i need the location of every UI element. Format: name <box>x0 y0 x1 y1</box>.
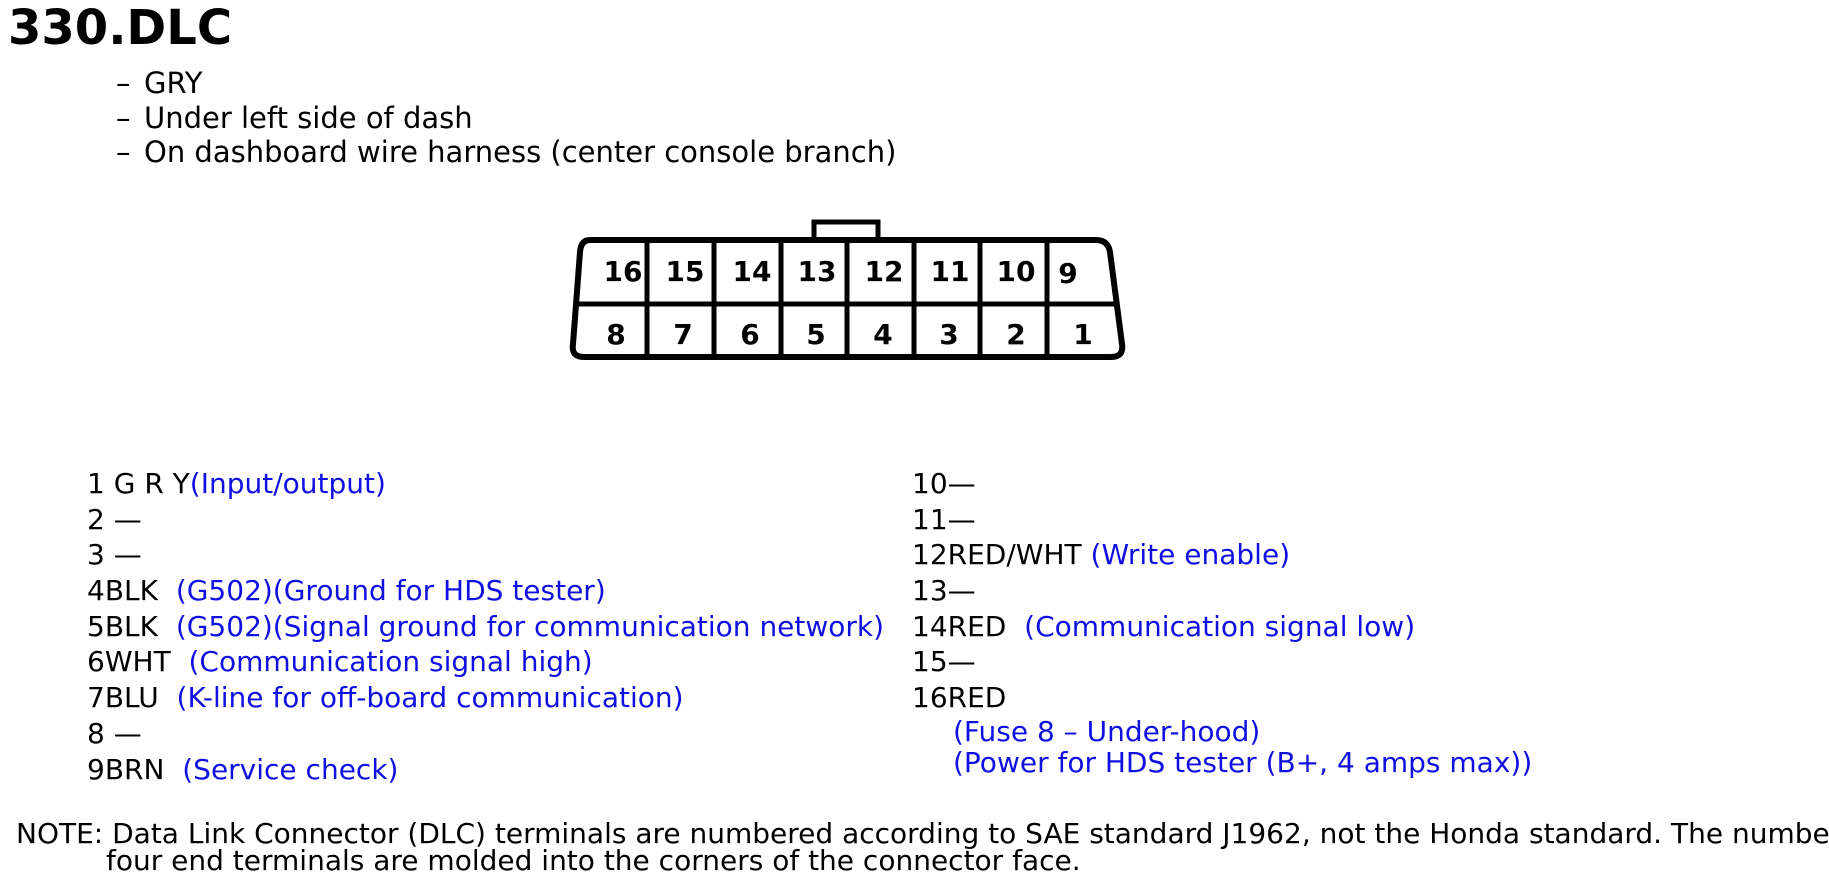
pin-label: 14 <box>733 255 772 288</box>
note-line-2: four end terminals are molded into the c… <box>106 844 1081 877</box>
pin-label: 4 <box>873 318 892 351</box>
terminal-number: 7 <box>87 681 105 715</box>
pin-label: 13 <box>798 255 837 288</box>
wire-color: BLK <box>104 609 176 643</box>
terminal-number: 9 <box>87 752 105 786</box>
terminal-number: 16 <box>912 681 948 715</box>
terminal-number: 10 <box>912 467 948 500</box>
pin-row: 14RED (Communication signal low) <box>912 609 1532 645</box>
wire-color: — <box>947 645 976 679</box>
pin-row: 13— <box>912 573 1532 609</box>
bullet-dash: – <box>116 100 131 135</box>
terminal-number: 1 <box>87 467 105 500</box>
wire-color: — <box>947 467 976 500</box>
pin-label: 6 <box>740 318 759 351</box>
pin-label: 5 <box>806 318 825 351</box>
terminal-number: 4 <box>87 574 105 608</box>
pin-row: 11— <box>912 502 1532 538</box>
pin-label: 2 <box>1006 318 1025 351</box>
pin-label: 7 <box>673 318 692 351</box>
wire-color: BRN <box>104 752 183 786</box>
pin-row: 4BLK (G502)(Ground for HDS tester) <box>87 573 884 609</box>
terminal-number: 5 <box>87 609 105 643</box>
pin-description: (Input/output) <box>189 467 386 500</box>
info-text: Under left side of dash <box>144 100 473 135</box>
wire-color: — <box>947 574 976 608</box>
pin-label: 8 <box>606 318 625 351</box>
info-item-location: –Under left side of dash <box>116 101 896 136</box>
wire-color: WHT <box>104 645 189 679</box>
wire-color: — <box>104 538 142 572</box>
terminal-number: 13 <box>912 574 948 608</box>
wire-color: RED <box>947 681 1007 715</box>
pin-description: (G502)(Signal ground for communication n… <box>175 609 885 643</box>
page-title: 330.DLC <box>8 0 233 56</box>
terminal-number: 12 <box>912 538 948 572</box>
pin-row: 15— <box>912 644 1532 680</box>
pin-label: 15 <box>666 255 705 288</box>
pin-row: 7BLU (K-line for off-board communication… <box>87 680 884 716</box>
pin-label: 1 <box>1073 318 1092 351</box>
pin-row: 6WHT (Communication signal high) <box>87 644 884 680</box>
pin-label: 9 <box>1058 257 1077 290</box>
terminal-number: 14 <box>912 609 948 643</box>
note-text: NOTE: Data Link Connector (DLC) terminal… <box>16 817 1829 877</box>
info-item-harness: –On dashboard wire harness (center conso… <box>116 135 896 170</box>
pin-description: (Communication signal high) <box>188 645 593 679</box>
pin-row: 3 — <box>87 537 884 573</box>
terminal-number: 11 <box>912 502 948 536</box>
pin-label: 10 <box>997 255 1036 288</box>
info-text: On dashboard wire harness (center consol… <box>144 135 897 169</box>
pin-description: (Communication signal low) <box>1024 609 1416 643</box>
terminal-number: 3 <box>87 538 105 572</box>
bullet-dash: – <box>116 135 131 169</box>
pin-label: 16 <box>604 255 643 288</box>
pin-description: (Service check) <box>182 752 399 786</box>
wire-color: BLK <box>104 574 176 608</box>
wire-color: RED <box>947 609 1025 643</box>
pin-description: (G502)(Ground for HDS tester) <box>175 574 606 608</box>
terminal-number: 6 <box>87 645 105 679</box>
wire-color: — <box>947 502 976 536</box>
pin-list-left: 1 G R Y(Input/output) 2 — 3 — 4BLK (G502… <box>87 466 884 787</box>
dlc-connector-diagram: 16 15 14 13 12 11 10 9 8 7 6 5 4 3 2 1 <box>569 219 1126 360</box>
wire-color: RED/WHT <box>947 538 1091 572</box>
note-line-1: NOTE: Data Link Connector (DLC) terminal… <box>16 817 1829 850</box>
wire-color: BLU <box>104 681 177 715</box>
terminal-number: 8 <box>87 716 105 750</box>
info-text: GRY <box>144 66 203 100</box>
pin-label: 3 <box>939 318 958 351</box>
pin-list-right: 10— 11— 12RED/WHT (Write enable) 13— 14R… <box>912 466 1532 779</box>
pin-row: 1 G R Y(Input/output) <box>87 466 884 502</box>
pin-row: 8 — <box>87 716 884 752</box>
terminal-number: 2 <box>87 502 105 536</box>
wire-color: — <box>104 502 142 536</box>
pin-row: 9BRN (Service check) <box>87 752 884 788</box>
wire-color: G R Y <box>104 467 190 500</box>
pin-row: 2 — <box>87 502 884 538</box>
pin-label: 12 <box>865 255 904 288</box>
pin-row: 12RED/WHT (Write enable) <box>912 537 1532 573</box>
pin-row: 5BLK (G502)(Signal ground for communicat… <box>87 609 884 645</box>
info-item-color: –GRY <box>116 66 896 101</box>
pin-row: 10— <box>912 466 1532 502</box>
terminal-number: 15 <box>912 645 948 679</box>
pin16-power-detail: (Power for HDS tester (B+, 4 amps max)) <box>953 746 1533 780</box>
bullet-dash: – <box>116 66 131 100</box>
pin-row: 16RED <box>912 680 1532 716</box>
connector-info-list: –GRY –Under left side of dash –On dashbo… <box>116 66 896 170</box>
wire-color: — <box>104 716 142 750</box>
pin16-fuse-detail: (Fuse 8 – Under-hood) <box>953 714 1261 748</box>
pin-description: (K-line for off-board communication) <box>176 681 684 715</box>
pin-label: 11 <box>931 255 970 288</box>
pin-description: (Write enable) <box>1090 538 1291 572</box>
